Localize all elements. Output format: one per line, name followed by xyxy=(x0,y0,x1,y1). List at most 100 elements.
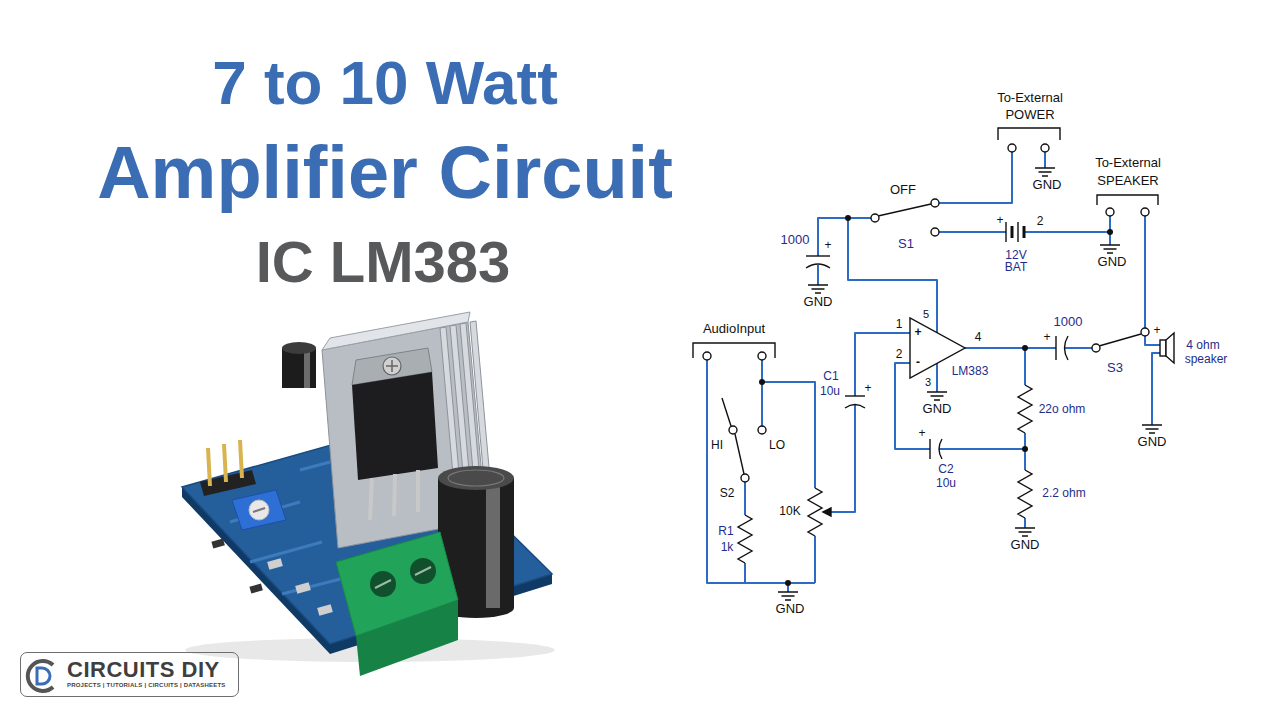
wire xyxy=(848,218,937,333)
component-symbol xyxy=(845,405,865,409)
amplifier-module-photo xyxy=(383,357,401,375)
speaker-name: speaker xyxy=(1185,353,1228,366)
junction-dot xyxy=(759,215,1113,586)
component-symbol xyxy=(1141,208,1149,216)
battery-name: BAT xyxy=(1005,261,1027,274)
component-symbol xyxy=(871,214,879,222)
capacitor-name: C2 xyxy=(938,463,953,476)
wire xyxy=(1152,353,1160,425)
component-symbol xyxy=(1011,226,1014,238)
logo-box: CIRCUITS DIYPROJECTS | TUTORIALS | CIRCU… xyxy=(20,652,239,697)
pin-number: 3 xyxy=(925,376,931,388)
junction-dot xyxy=(845,215,851,221)
pin-number: 2 xyxy=(1037,215,1044,228)
ground-label: GND xyxy=(1033,178,1062,192)
connector-label: AudioInput xyxy=(703,322,765,336)
logo-icon xyxy=(28,661,53,691)
wire xyxy=(1024,348,1026,385)
amplifier-module-photo xyxy=(249,583,262,593)
component-symbol xyxy=(1160,340,1166,356)
title: 7 to 10 Watt Amplifier Circuit xyxy=(75,38,695,218)
amplifier-module-photo xyxy=(352,372,438,480)
switch-name: S3 xyxy=(1107,361,1123,375)
switch-position: LO xyxy=(769,439,785,452)
component-symbol xyxy=(878,204,931,216)
amplifier-module-photo xyxy=(249,500,269,520)
component-symbol xyxy=(1005,222,1006,242)
ground-label: GND xyxy=(776,602,805,616)
component-symbol xyxy=(758,352,766,360)
amplifier-module-photo xyxy=(304,348,310,388)
wire xyxy=(817,265,819,285)
switch-position: HI xyxy=(711,439,723,452)
wire xyxy=(1024,232,1110,245)
amplifier-module-photo xyxy=(232,490,286,530)
junction-dot xyxy=(785,580,791,586)
ground-symbol xyxy=(778,168,1162,600)
component-symbol xyxy=(1017,222,1018,242)
polarity-mark: + xyxy=(824,239,831,252)
amplifier-module-photo xyxy=(267,558,283,570)
junction-dot xyxy=(1022,446,1028,452)
component-symbol xyxy=(931,228,939,236)
junction-dot xyxy=(1107,229,1113,235)
component-symbol xyxy=(1106,208,1114,216)
wire xyxy=(1064,347,1092,349)
component-symbol xyxy=(1055,336,1056,360)
switch-label: OFF xyxy=(890,183,916,197)
polarity-mark: + xyxy=(1153,324,1160,337)
wire xyxy=(762,382,815,488)
ground-label: GND xyxy=(1098,255,1127,269)
amplifier-module-photo xyxy=(295,582,311,594)
wire xyxy=(1024,518,1026,528)
ground-symbol xyxy=(1035,168,1055,176)
amplifier-module-photo xyxy=(375,567,431,588)
amplifier-module-photo xyxy=(370,470,418,520)
ground-label: GND xyxy=(1011,538,1040,552)
wire xyxy=(707,360,815,583)
component-symbol xyxy=(929,439,930,459)
wire xyxy=(814,536,816,583)
wire xyxy=(761,360,763,426)
resistor-value: 22o ohm xyxy=(1039,403,1086,416)
capacitor-name: C1 xyxy=(823,370,838,383)
component-symbol xyxy=(693,128,1174,563)
junction-dot xyxy=(759,379,765,385)
component-symbol xyxy=(806,255,830,256)
component-symbol xyxy=(1097,195,1158,205)
component-symbol xyxy=(845,395,865,396)
ground-symbol xyxy=(778,592,798,600)
amplifier-module-photo xyxy=(448,470,504,486)
component-symbol xyxy=(729,426,737,434)
wire xyxy=(936,363,938,392)
ground-label: GND xyxy=(804,295,833,309)
component-symbol xyxy=(738,515,752,563)
component-symbol xyxy=(1166,333,1174,363)
amplifier-module-photo xyxy=(317,604,333,616)
component-symbol xyxy=(931,199,939,207)
amplifier-module-photo xyxy=(182,312,555,676)
ground-label: GND xyxy=(1138,435,1167,449)
component-symbol xyxy=(1018,385,1032,433)
resistor-value: 1k xyxy=(721,541,734,554)
pin-number: 5 xyxy=(923,308,929,320)
wire xyxy=(707,152,1160,592)
wire xyxy=(939,152,1012,203)
component-symbol xyxy=(758,426,766,434)
junction-dot xyxy=(1022,345,1028,351)
component-symbol xyxy=(998,128,1060,140)
wire xyxy=(818,218,871,256)
potentiometer-value: 10K xyxy=(779,505,800,518)
component-symbol xyxy=(1099,334,1141,346)
polarity-mark: - xyxy=(916,356,920,369)
pin-number: 4 xyxy=(975,331,982,344)
polarity-mark: + xyxy=(1043,331,1050,344)
capacitor-value: 1000 xyxy=(781,233,810,247)
component-symbol xyxy=(808,488,822,536)
pin-number: 2 xyxy=(896,348,903,361)
amplifier-module-photo xyxy=(282,342,316,354)
component-symbol xyxy=(735,434,744,474)
ground-symbol xyxy=(1100,245,1120,253)
resistor-value: 2.2 ohm xyxy=(1042,487,1085,500)
